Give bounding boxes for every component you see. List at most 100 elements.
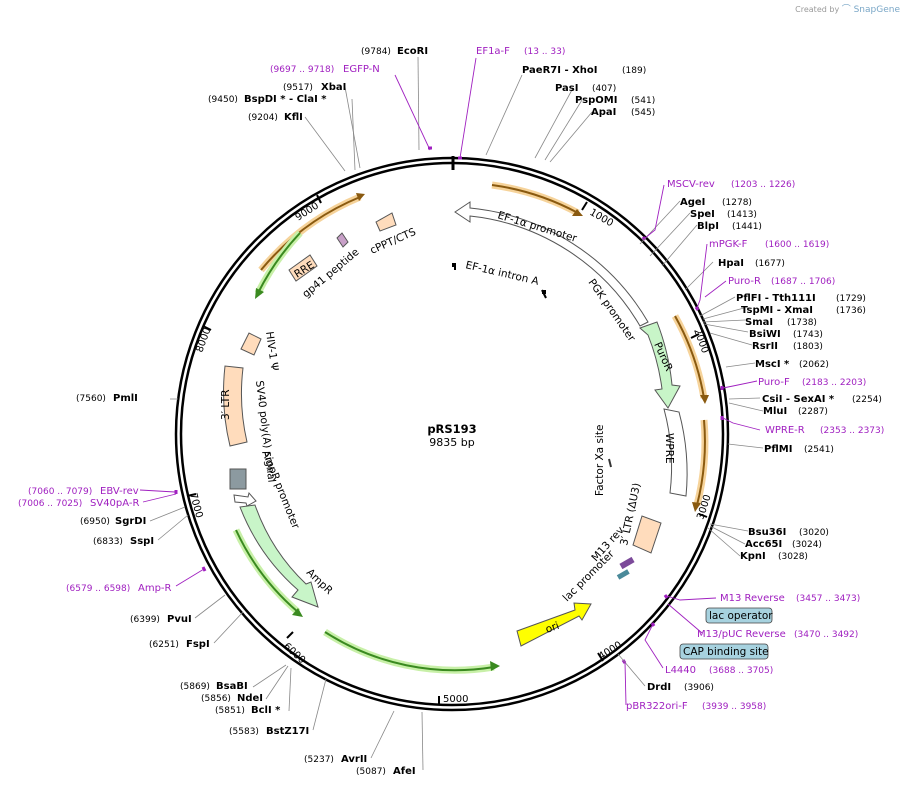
site-apai-pos: (545) bbox=[631, 108, 655, 118]
label-hiv1-psi: HIV-1 Ψ bbox=[263, 331, 280, 372]
primer-puro-f: Puro-F bbox=[758, 377, 790, 388]
tick-label-5000: 5000 bbox=[443, 694, 468, 705]
site-ndei-pos: (5856) bbox=[201, 694, 231, 704]
site-pmli: PmlI bbox=[113, 393, 138, 404]
site-agei: AgeI bbox=[680, 197, 705, 208]
primer-sv40pa-r: SV40pA-R bbox=[90, 498, 139, 509]
site-drdi-pos: (3906) bbox=[684, 683, 714, 693]
site-blpi-pos: (1441) bbox=[732, 222, 762, 232]
cap-binding-site-box: CAP binding site bbox=[679, 643, 769, 660]
site-bsabi-pos: (5869) bbox=[180, 682, 210, 692]
site-rsrii-pos: (1803) bbox=[793, 342, 823, 352]
site-kfli: KflI bbox=[284, 112, 303, 123]
site-bsabi: BsaBI bbox=[216, 681, 248, 692]
site-bsiwi-pos: (1743) bbox=[793, 330, 823, 340]
site-afei-pos: (5087) bbox=[356, 767, 386, 777]
site-rsrii: RsrII bbox=[752, 341, 778, 352]
site-smai-pos: (1738) bbox=[787, 318, 817, 328]
lac-operator-label: lac operator bbox=[709, 610, 773, 622]
site-pmli-pos: (7560) bbox=[76, 394, 106, 404]
site-xbai-pos: (9517) bbox=[283, 83, 313, 93]
site-bsiwi: BsiWI bbox=[749, 329, 781, 340]
primer-m13-reverse: M13 Reverse bbox=[720, 593, 785, 604]
label-puror: PuroR bbox=[651, 340, 674, 373]
cap-binding-site-label: CAP binding site bbox=[683, 646, 769, 658]
label-wpre: WPRE bbox=[663, 433, 675, 464]
primer-ebv-rev: EBV-rev bbox=[100, 486, 139, 497]
site-kpni-pos: (3028) bbox=[778, 552, 808, 562]
snapgene-watermark: Created by ⌒ SnapGene bbox=[795, 5, 900, 15]
site-pflmi-pos: (2541) bbox=[804, 445, 834, 455]
site-tth111i-pos: (1729) bbox=[836, 294, 866, 304]
primer-l4440: L4440 bbox=[665, 665, 696, 676]
site-pasi-pos: (407) bbox=[592, 84, 616, 94]
primer-amp-r-pos: (6579 .. 6598) bbox=[66, 584, 130, 594]
site-xbai: XbaI bbox=[321, 82, 346, 93]
primer-pbr322ori-f: pBR322ori-F bbox=[626, 701, 688, 712]
plasmid-name: pRS193 bbox=[427, 422, 476, 436]
site-xmai: TspMI - XmaI bbox=[741, 305, 813, 316]
site-mlui-pos: (2287) bbox=[798, 407, 828, 417]
site-bsu36i: Bsu36I bbox=[748, 527, 786, 538]
site-ecori: EcoRI bbox=[397, 46, 428, 57]
site-pflmi: PflMI bbox=[764, 444, 792, 455]
site-msci-pos: (2062) bbox=[799, 360, 829, 370]
site-avrii-pos: (5237) bbox=[304, 755, 334, 765]
primer-ef1a-f-pos: (13 .. 33) bbox=[524, 47, 565, 57]
site-hpai-pos: (1677) bbox=[755, 259, 785, 269]
label-cppt: cPPT/CTS bbox=[368, 226, 418, 257]
primer-mpgk-f-pos: (1600 .. 1619) bbox=[765, 240, 829, 250]
site-msci: MscI * bbox=[755, 359, 790, 370]
site-ecori-pos: (9784) bbox=[361, 47, 391, 57]
site-tth111i: PflFI - Tth111I bbox=[736, 293, 816, 304]
site-agei-pos: (1278) bbox=[722, 198, 752, 208]
site-sexai-pos: (2254) bbox=[852, 395, 882, 405]
plasmid-size: 9835 bp bbox=[429, 436, 474, 449]
primer-egfp-n-pos: (9697 .. 9718) bbox=[270, 65, 334, 75]
site-bcli: BclI * bbox=[251, 705, 281, 716]
site-pspomi-pos: (541) bbox=[631, 96, 655, 106]
site-xhoi-pos: (189) bbox=[622, 66, 646, 76]
site-pasi: PasI bbox=[555, 83, 578, 94]
feature-arrows bbox=[174, 146, 724, 664]
primer-puro-r: Puro-R bbox=[728, 276, 761, 287]
tick-label-1000: 1000 bbox=[588, 207, 616, 229]
site-fspi-pos: (6251) bbox=[149, 640, 179, 650]
green-orfs bbox=[232, 230, 500, 674]
orf-arcs bbox=[258, 181, 709, 512]
primer-wpre-r: WPRE-R bbox=[765, 425, 805, 436]
site-sspi-pos: (6833) bbox=[93, 537, 123, 547]
label-sv40-polya: SV40 poly(A) signal bbox=[253, 380, 277, 483]
site-apai: ApaI bbox=[591, 107, 616, 118]
site-hpai: HpaI bbox=[718, 258, 744, 269]
primer-m13-puc-reverse: M13/pUC Reverse bbox=[697, 629, 786, 640]
site-sexai: CsiI - SexAI * bbox=[762, 394, 835, 405]
site-sgrdi: SgrDI bbox=[115, 516, 146, 527]
site-mlui: MluI bbox=[763, 406, 787, 417]
primer-amp-r: Amp-R bbox=[138, 583, 172, 594]
site-pspomi: PspOMI bbox=[575, 95, 617, 106]
site-smai: SmaI bbox=[745, 317, 773, 328]
leader-lines bbox=[149, 56, 764, 771]
site-xhoi: PaeR7I - XhoI bbox=[522, 65, 598, 76]
site-avrii: AvrII bbox=[341, 754, 367, 765]
site-clai-pos: (9450) bbox=[208, 95, 238, 105]
primer-pbr322ori-f-pos: (3939 .. 3958) bbox=[702, 702, 766, 712]
site-acc65i-pos: (3024) bbox=[792, 540, 822, 550]
label-ori: ori bbox=[544, 620, 561, 636]
site-blpi: BlpI bbox=[697, 221, 719, 232]
primer-mpgk-f: mPGK-F bbox=[709, 239, 748, 250]
primer-m13-puc-reverse-pos: (3470 .. 3492) bbox=[794, 630, 858, 640]
label-factor-xa: Factor Xa site bbox=[594, 425, 606, 496]
site-ndei: NdeI bbox=[237, 693, 263, 704]
site-afei: AfeI bbox=[393, 766, 416, 777]
primer-wpre-r-pos: (2353 .. 2373) bbox=[820, 426, 884, 436]
label-ef1a-promoter: EF-1α promoter bbox=[496, 209, 579, 245]
site-clai: BspDI * - ClaI * bbox=[244, 94, 327, 105]
label-3ltr: 3′ LTR bbox=[220, 389, 232, 420]
primer-ebv-rev-pos: (7060 .. 7079) bbox=[28, 487, 92, 497]
label-ef1a-intron: EF-1α intron A bbox=[464, 259, 540, 288]
site-bstz17i: BstZ17I bbox=[266, 726, 309, 737]
primer-puro-f-pos: (2183 .. 2203) bbox=[802, 378, 866, 388]
